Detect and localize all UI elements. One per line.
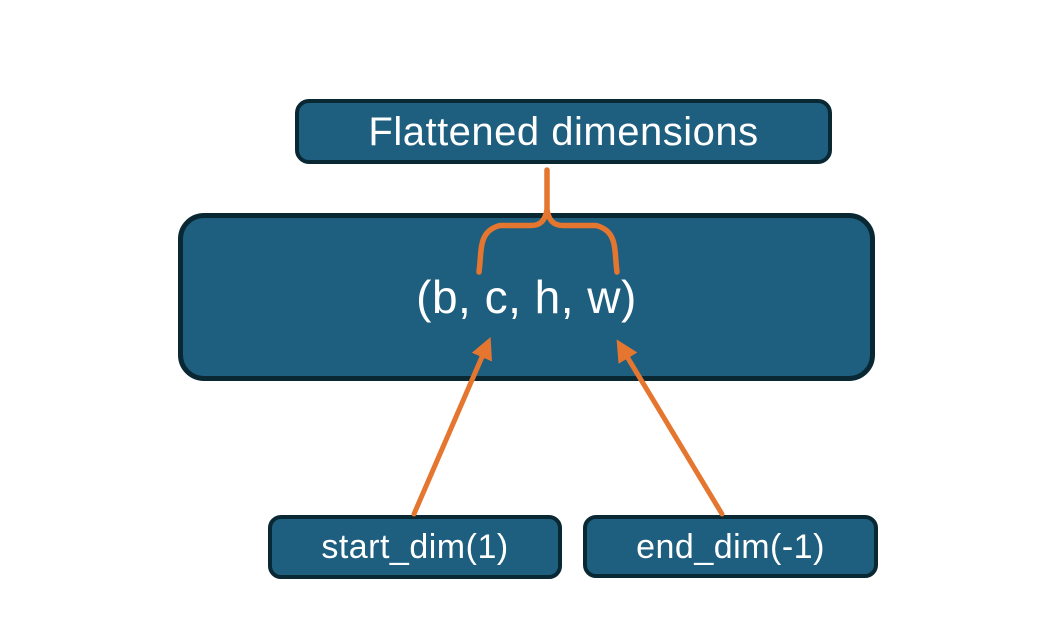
tensor-shape-label: (b, c, h, w) [416, 271, 637, 323]
start-dim-label: start_dim(1) [321, 528, 509, 566]
flattened-dimensions-label: Flattened dimensions [368, 109, 759, 154]
start-dim-box: start_dim(1) [268, 515, 562, 579]
tensor-shape-box: (b, c, h, w) [178, 213, 875, 381]
flattened-dimensions-box: Flattened dimensions [295, 99, 832, 164]
end-dim-label: end_dim(-1) [636, 527, 825, 566]
end-dim-box: end_dim(-1) [583, 515, 878, 578]
